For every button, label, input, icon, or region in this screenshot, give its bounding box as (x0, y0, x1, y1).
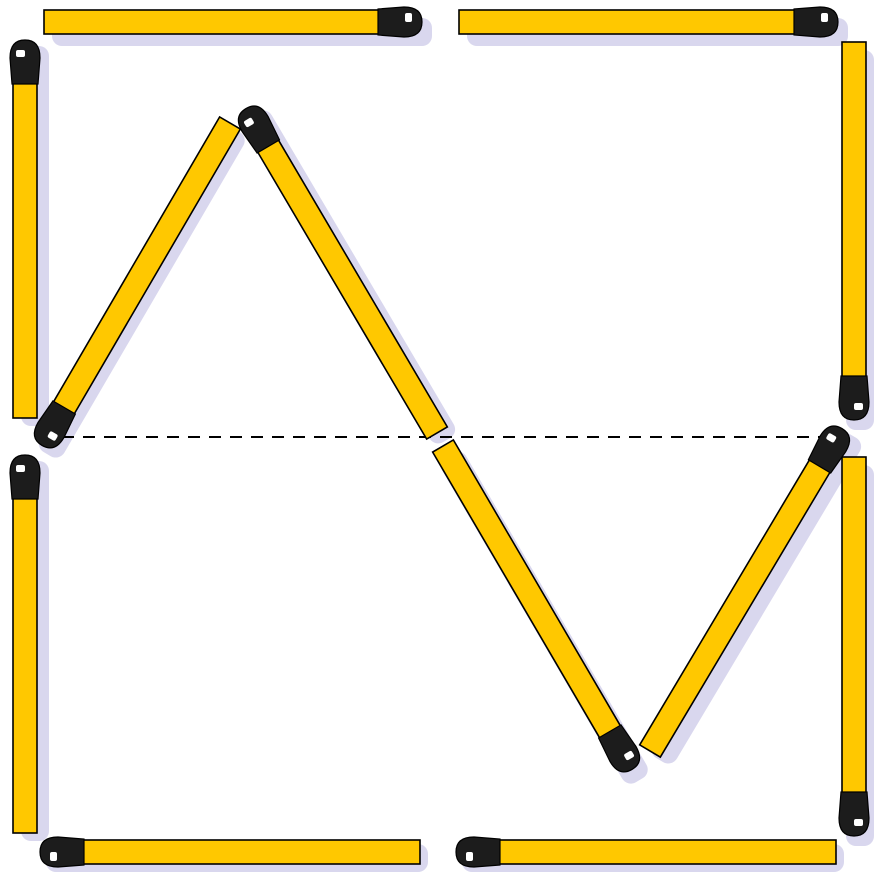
matchstick-head-icon (10, 455, 40, 499)
matchstick-zigzag-4 (637, 421, 855, 759)
matchstick-highlight (16, 465, 25, 472)
matchstick-body (53, 117, 241, 415)
matchstick-zigzag-1 (29, 115, 243, 453)
matchstick-bottom-right-horizontal (456, 837, 836, 867)
matchstick-zigzag-2 (233, 101, 450, 441)
matchstick-zigzag-3 (430, 438, 645, 777)
matchstick-highlight (405, 13, 412, 22)
matchstick-body (640, 459, 831, 758)
matchstick-highlight (821, 13, 828, 22)
matchstick-body (842, 42, 866, 378)
matchstick-head-icon (10, 40, 40, 84)
matchstick-head-icon (839, 792, 869, 836)
matchstick-body (498, 840, 836, 864)
matchstick-highlight (854, 819, 863, 826)
matchstick-highlight (466, 852, 473, 861)
matchstick-head-icon (40, 837, 84, 867)
matchstick-body (433, 440, 622, 739)
matchstick-left-upper-vertical (10, 40, 40, 418)
matchstick-highlight (16, 50, 25, 57)
matchstick-body (257, 139, 447, 439)
matchstick-left-lower-vertical (10, 455, 40, 833)
matchstick-right-upper-vertical (839, 42, 869, 420)
matchstick-body (82, 840, 420, 864)
matchstick-head-icon (378, 7, 422, 37)
matchstick-body (13, 82, 37, 418)
matchstick-right-lower-vertical (839, 457, 869, 836)
matchstick-body (13, 497, 37, 833)
matchstick-body (44, 10, 380, 34)
matchstick-body (459, 10, 796, 34)
matchstick-head-icon (839, 376, 869, 420)
matchstick-body (842, 457, 866, 794)
matchstick-bottom-left-horizontal (40, 837, 420, 867)
matchstick-highlight (854, 403, 863, 410)
matchstick-top-right-horizontal (459, 7, 838, 37)
matchstick-highlight (50, 852, 57, 861)
matchstick-head-icon (794, 7, 838, 37)
matchstick-top-left-horizontal (44, 7, 422, 37)
matchstick-head-icon (456, 837, 500, 867)
